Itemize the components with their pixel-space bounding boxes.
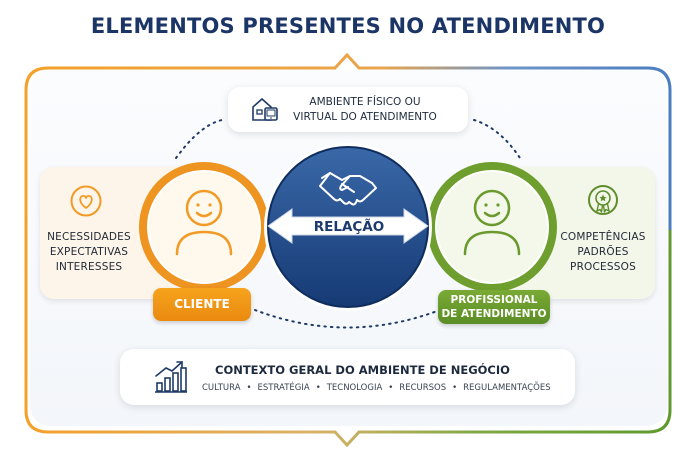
context-separator: • [388, 383, 394, 393]
client-attribute: NECESSIDADES [47, 231, 131, 243]
professional-attribute: COMPETÊNCIAS [560, 231, 646, 243]
professional-attributes-list: COMPETÊNCIAS PADRÕES PROCESSOS [555, 230, 651, 275]
context-separator: • [452, 383, 458, 393]
heart-icon [70, 185, 102, 217]
context-item: REGULAMENTAÇÕES [463, 383, 551, 393]
context-item: TECNOLOGIA [326, 383, 383, 393]
context-item: RECURSOS [399, 383, 447, 393]
building-device-icon [252, 97, 278, 121]
double-arrow [267, 208, 429, 244]
environment-card: AMBIENTE FÍSICO OU VIRTUAL DO ATENDIMENT… [228, 87, 468, 132]
client-label: CLIENTE [153, 288, 251, 321]
client-circle [139, 162, 269, 292]
award-icon [588, 185, 618, 215]
professional-attribute: PROCESSOS [570, 261, 636, 273]
professional-label-line-1: PROFISSIONAL [450, 294, 538, 306]
professional-label: PROFISSIONAL DE ATENDIMENTO [438, 290, 550, 324]
client-attributes-list: NECESSIDADES EXPECTATIVAS INTERESSES [44, 230, 134, 275]
context-title: CONTEXTO GERAL DO AMBIENTE DE NEGÓCIO [215, 363, 510, 377]
professional-attribute: PADRÕES [577, 246, 629, 258]
professional-label-line-2: DE ATENDIMENTO [441, 308, 547, 320]
client-attribute: INTERESSES [55, 261, 123, 273]
environment-line-2: VIRTUAL DO ATENDIMENTO [293, 111, 437, 123]
professional-circle [427, 162, 557, 292]
context-separator: • [315, 383, 321, 393]
context-items: CULTURA • ESTRATÉGIA • TECNOLOGIA • RECU… [202, 383, 551, 393]
context-item: ESTRATÉGIA [257, 383, 310, 393]
context-card: CONTEXTO GERAL DO AMBIENTE DE NEGÓCIO CU… [120, 349, 575, 405]
professional-person-icon [463, 189, 521, 256]
environment-line-1: AMBIENTE FÍSICO OU [309, 96, 421, 108]
handshake-icon [319, 172, 377, 206]
client-person-icon [175, 189, 233, 256]
context-item: CULTURA [202, 383, 241, 393]
growth-chart-icon [155, 361, 187, 393]
context-separator: • [246, 383, 252, 393]
environment-label: AMBIENTE FÍSICO OU VIRTUAL DO ATENDIMENT… [290, 95, 440, 125]
diagram-title: ELEMENTOS PRESENTES NO ATENDIMENTO [90, 14, 606, 38]
relation-label: RELAÇÃO [313, 219, 385, 235]
client-attribute: EXPECTATIVAS [49, 246, 129, 258]
